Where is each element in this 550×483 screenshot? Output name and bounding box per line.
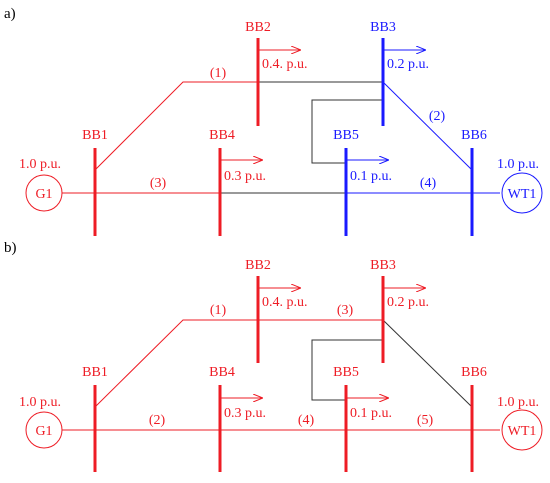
line-bb3-bb5 bbox=[311, 339, 383, 401]
bb4-label: BB4 bbox=[209, 365, 235, 380]
line-1-and-3 bbox=[94, 319, 383, 408]
wind-turbine-name: WT1 bbox=[508, 424, 537, 439]
line-1-label: (1) bbox=[210, 66, 227, 81]
panel-b: b) G1 WT1 BB1 BB2 BB3 BB4 BB5 BB6 0.4. p… bbox=[4, 240, 543, 472]
bb2-label: BB2 bbox=[245, 258, 271, 273]
generator-circle bbox=[25, 174, 63, 212]
generator-value: 1.0 p.u. bbox=[19, 395, 61, 410]
generator-value: 1.0 p.u. bbox=[19, 157, 61, 172]
line-2 bbox=[382, 81, 473, 171]
bb3-label: BB3 bbox=[370, 20, 396, 35]
bb1-label: BB1 bbox=[82, 128, 108, 143]
generator-circle bbox=[25, 411, 63, 449]
load-bb5-value: 0.1 p.u. bbox=[350, 169, 392, 184]
wind-turbine-name: WT1 bbox=[508, 187, 537, 202]
wind-turbine-value: 1.0 p.u. bbox=[497, 395, 539, 410]
load-bb4-value: 0.3 p.u. bbox=[224, 169, 266, 184]
load-bb4-value: 0.3 p.u. bbox=[224, 406, 266, 421]
panel-label: b) bbox=[4, 240, 17, 256]
bb3-label: BB3 bbox=[370, 258, 396, 273]
load-bb5-value: 0.1 p.u. bbox=[350, 406, 392, 421]
line-1-red-segment bbox=[94, 81, 258, 171]
wind-turbine-value: 1.0 p.u. bbox=[497, 157, 539, 172]
line-2-label: (2) bbox=[149, 413, 166, 428]
line-4-label: (4) bbox=[298, 413, 315, 428]
load-bb2-value: 0.4. p.u. bbox=[262, 57, 308, 72]
load-bb2-value: 0.4. p.u. bbox=[262, 295, 308, 310]
wind-turbine-circle bbox=[501, 409, 543, 451]
line-2-label: (2) bbox=[429, 109, 446, 124]
bb4-label: BB4 bbox=[209, 128, 235, 143]
line-bb3-bb6 bbox=[382, 319, 473, 408]
panel-a: a) G1 WT1 BB1 BB2 BB3 BB4 BB5 BB6 0.4. bbox=[4, 6, 543, 236]
line-1-label: (1) bbox=[210, 303, 227, 318]
panel-label: a) bbox=[4, 6, 16, 22]
line-3-label: (3) bbox=[150, 176, 167, 191]
load-bb3-value: 0.2 p.u. bbox=[387, 57, 429, 72]
load-bb3-value: 0.2 p.u. bbox=[387, 295, 429, 310]
line-5-label: (5) bbox=[417, 413, 434, 428]
bb6-label: BB6 bbox=[461, 365, 487, 380]
generator-name: G1 bbox=[35, 424, 52, 439]
bb2-label: BB2 bbox=[245, 20, 271, 35]
line-bb3-bb5 bbox=[311, 99, 383, 164]
bb5-label: BB5 bbox=[333, 365, 359, 380]
line-4-label: (4) bbox=[420, 176, 437, 191]
line-3-label: (3) bbox=[337, 303, 354, 318]
generator-name: G1 bbox=[35, 187, 52, 202]
bb1-label: BB1 bbox=[82, 365, 108, 380]
bb5-label: BB5 bbox=[333, 128, 359, 143]
bb6-label: BB6 bbox=[461, 128, 487, 143]
wind-turbine-circle bbox=[501, 172, 543, 214]
